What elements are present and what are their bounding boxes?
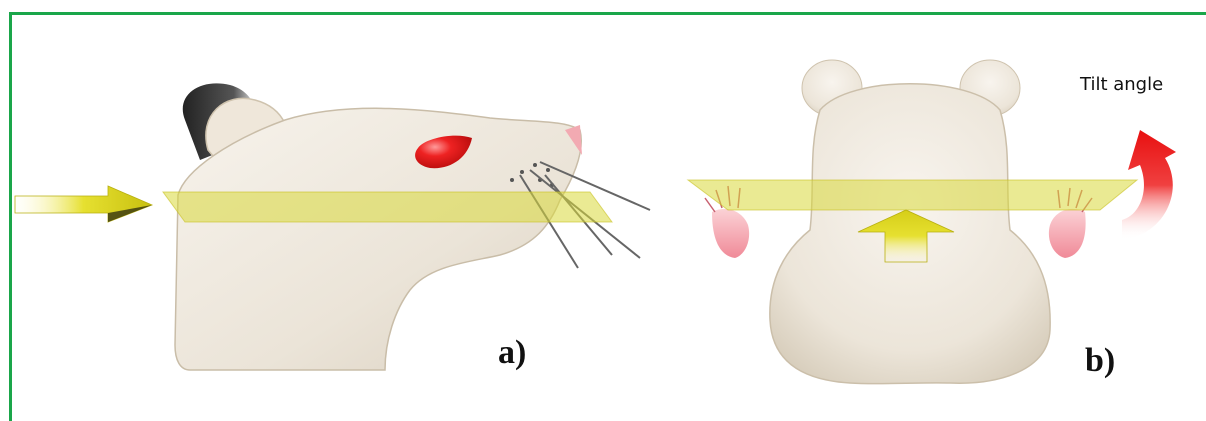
light-sheet-plane-a bbox=[163, 192, 612, 222]
rat-head-side bbox=[175, 108, 581, 370]
light-sheet-plane-b bbox=[688, 180, 1137, 210]
beam-arrow-horizontal bbox=[15, 186, 152, 222]
panel-a-label: a) bbox=[498, 336, 526, 370]
panel-a bbox=[15, 83, 650, 370]
tilt-angle-label: Tilt angle bbox=[1080, 74, 1163, 95]
panel-b bbox=[688, 60, 1176, 384]
panel-b-label: b) bbox=[1085, 344, 1115, 378]
